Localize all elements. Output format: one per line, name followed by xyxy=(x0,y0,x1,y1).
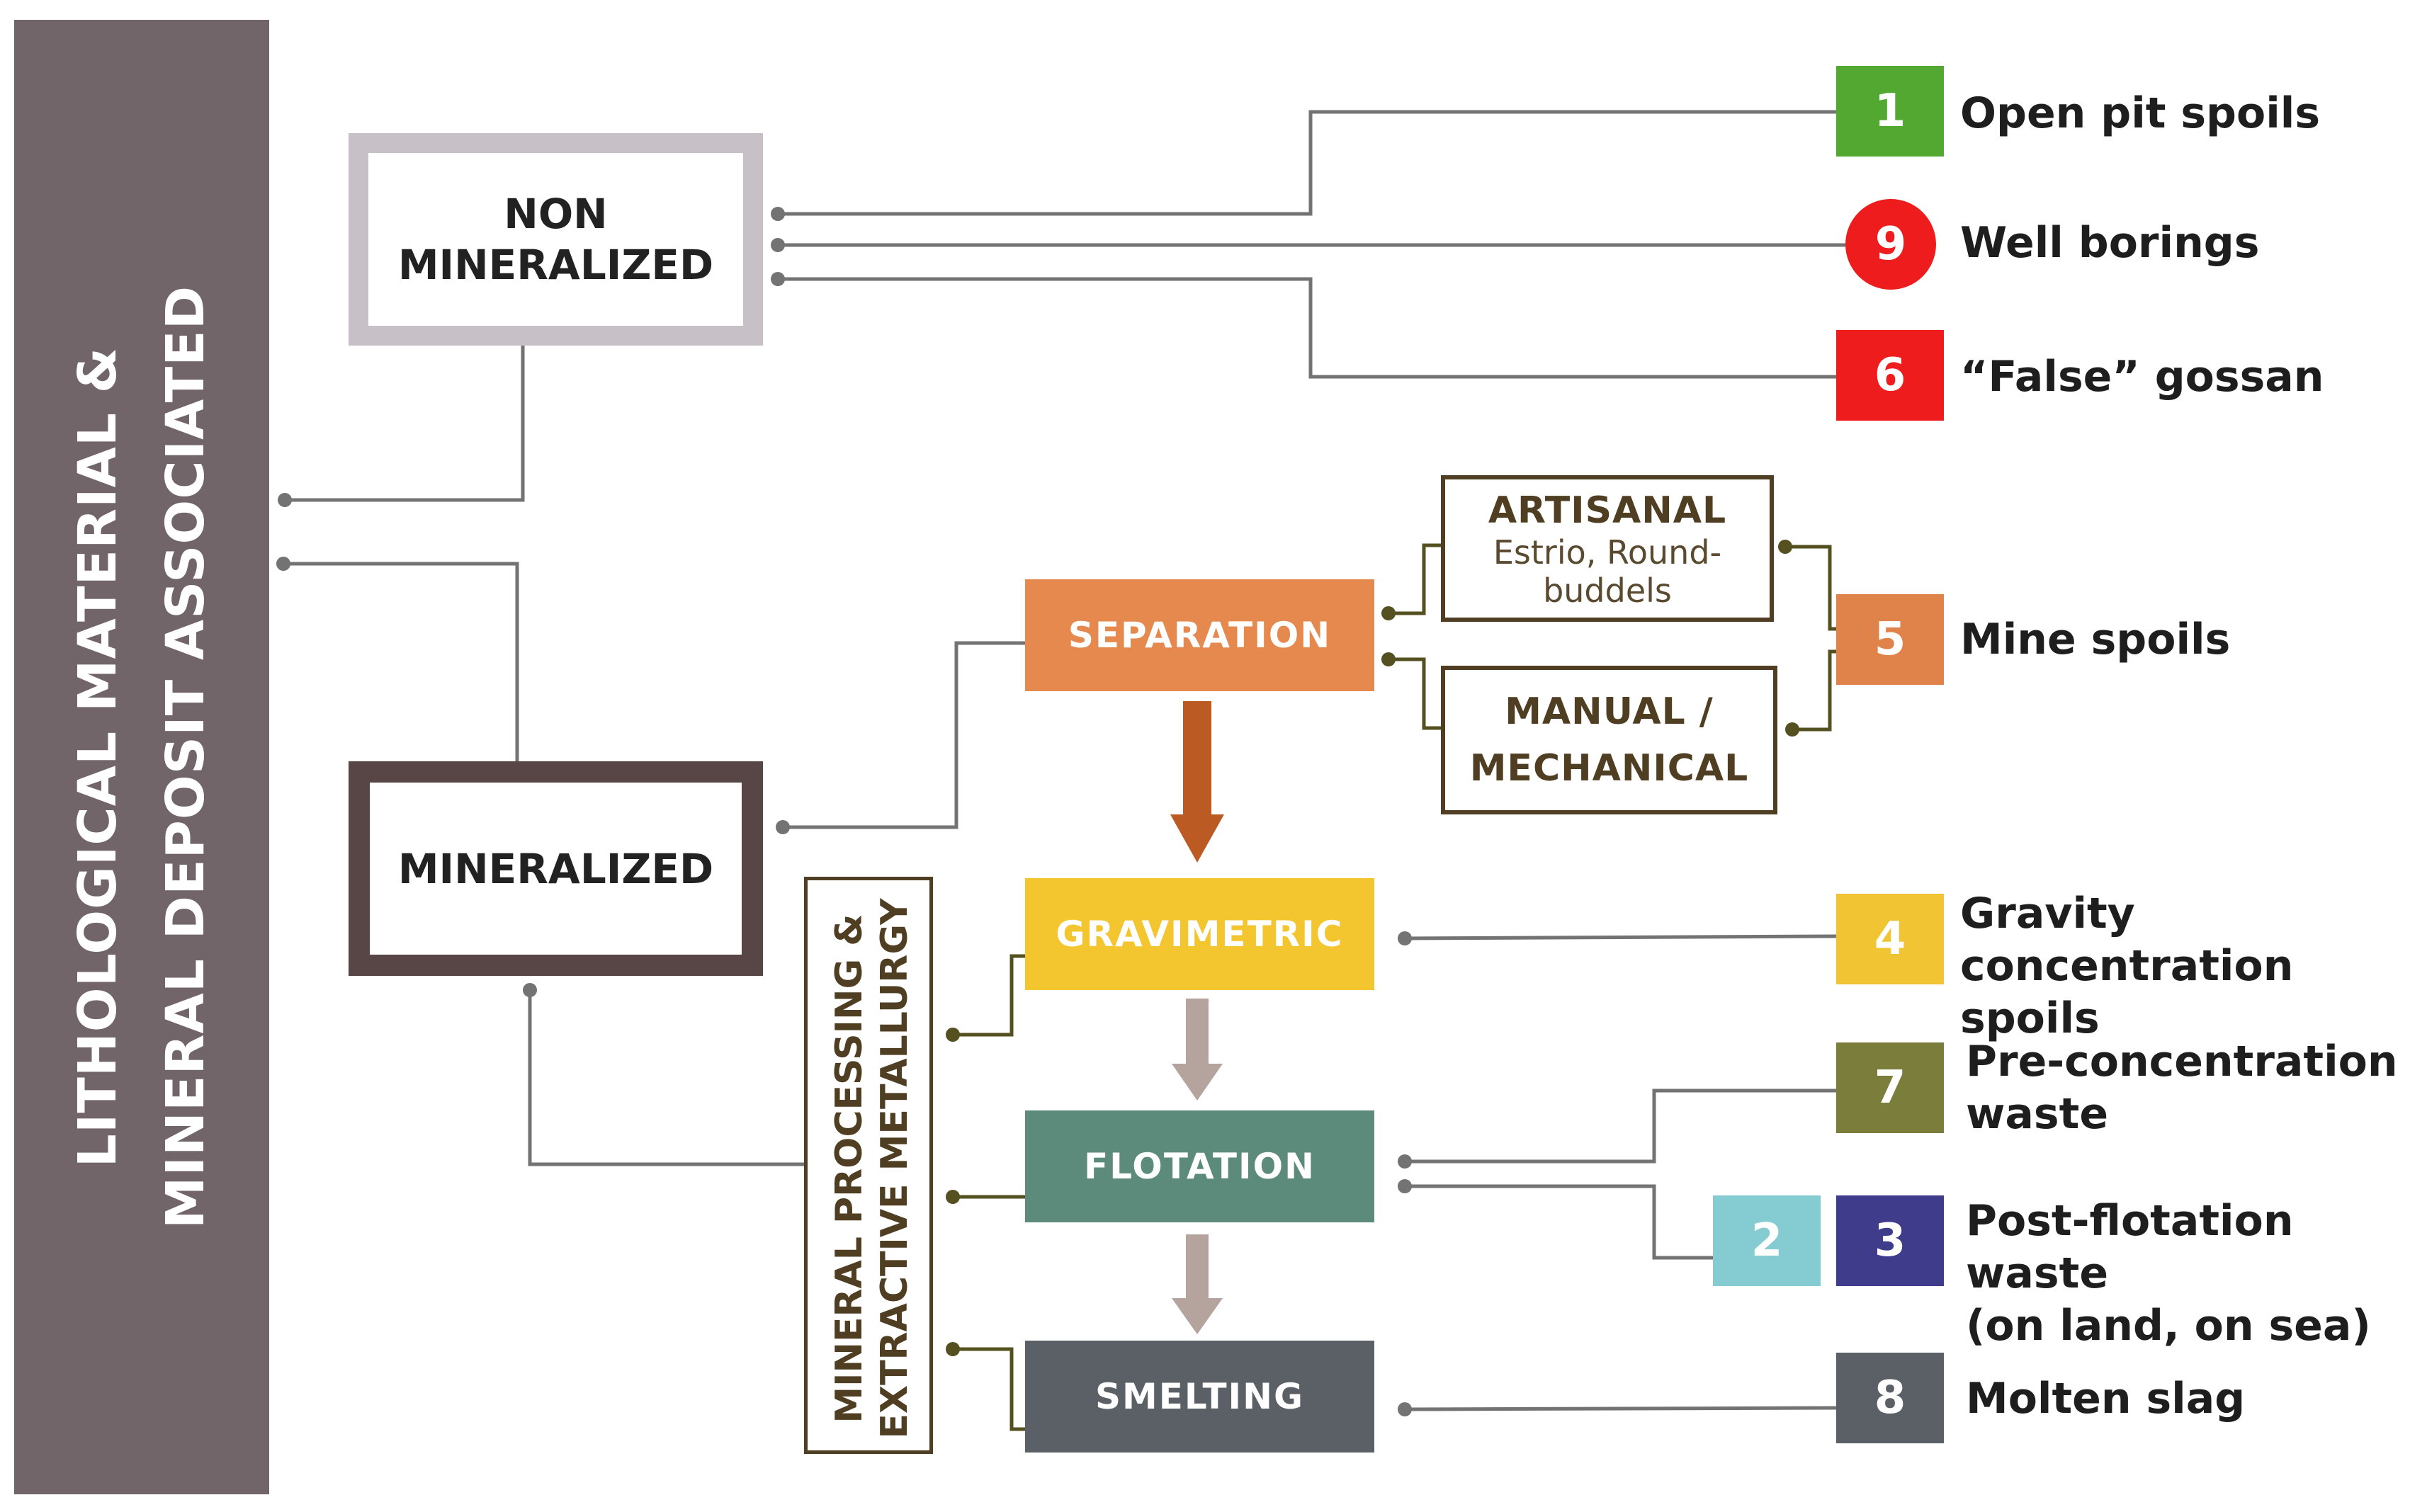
waste-label-pre-concentration-waste: Pre-concentration waste xyxy=(1966,1037,2398,1139)
connector-dot-proc-flotation xyxy=(946,1190,960,1204)
non-mineralized-label: NON MINERALIZED xyxy=(397,190,714,289)
banner-line-2: MINERAL DEPOSIT ASSOCIATED xyxy=(155,285,216,1229)
connector-artisanal-mine-spoils xyxy=(1785,545,1836,631)
connector-dot-flotation-7 xyxy=(1398,1154,1412,1169)
artisanal-title: ARTISANAL xyxy=(1488,489,1727,532)
waste-label-open-pit-spoils: Open pit spoils xyxy=(1960,89,2321,138)
waste-label-post-flotation-waste: Post-flotation waste (on land, on sea) xyxy=(1966,1196,2371,1351)
waste-label-mine-spoils: Mine spoils xyxy=(1960,615,2231,664)
waste-marker-4: 4 xyxy=(1836,894,1944,984)
waste-marker-7: 7 xyxy=(1836,1042,1944,1133)
waste-number-4: 4 xyxy=(1874,913,1906,965)
artisanal-description: Estrio, Round- buddels xyxy=(1493,533,1722,610)
manual-mechanical-title: MANUAL / MECHANICAL xyxy=(1469,690,1749,790)
waste-marker-1: 1 xyxy=(1836,66,1944,157)
connector-manual-mine-spoils xyxy=(1792,649,1836,732)
waste-number-6: 6 xyxy=(1874,349,1906,402)
processing-label-line-2: EXTRACTIVE METALLURGY xyxy=(873,898,916,1439)
connector-flotation-7 xyxy=(1405,1088,1836,1164)
waste-marker-2: 2 xyxy=(1713,1195,1821,1286)
waste-marker-8: 8 xyxy=(1836,1353,1944,1443)
connector-separation-manual xyxy=(1388,657,1441,730)
waste-label-gravity-concentration-spoils: Gravity concentration spoils xyxy=(1960,889,2294,1043)
smelting-box: SMELTING xyxy=(1025,1341,1374,1453)
connector-dot-sep-manual xyxy=(1381,652,1396,666)
waste-number-5: 5 xyxy=(1874,613,1906,666)
connector-dot-well-borings xyxy=(771,238,785,252)
mineralized-label: MINERALIZED xyxy=(397,844,714,893)
connector-dot-banner-bottom xyxy=(276,557,290,571)
connector-flotation-2 xyxy=(1405,1184,1713,1260)
connector-dot-false-gossan xyxy=(771,272,785,286)
gravimetric-label: GRAVIMETRIC xyxy=(1056,914,1344,955)
waste-number-1: 1 xyxy=(1874,85,1906,137)
connector-mineralized-processing xyxy=(528,990,804,1166)
artisanal-box: ARTISANAL Estrio, Round- buddels xyxy=(1441,475,1774,622)
connector-dot-proc-smelting xyxy=(946,1342,960,1356)
waste-marker-5: 5 xyxy=(1836,594,1944,685)
processing-label: MINERAL PROCESSING & EXTRACTIVE METALLUR… xyxy=(827,885,917,1452)
flotation-label: FLOTATION xyxy=(1084,1146,1316,1187)
gravimetric-box: GRAVIMETRIC xyxy=(1025,878,1374,990)
smelting-label: SMELTING xyxy=(1094,1376,1305,1417)
waste-number-8: 8 xyxy=(1874,1372,1906,1424)
non-mineralized-box: NON MINERALIZED xyxy=(349,133,763,346)
connector-dot-proc-gravimetric xyxy=(946,1028,960,1042)
source-banner-label: LITHOLOGICAL MATERIAL & MINERAL DEPOSIT … xyxy=(54,261,230,1253)
waste-label-well-borings: Well borings xyxy=(1960,218,2260,268)
connector-processing-smelting xyxy=(953,1347,1025,1431)
connector-processing-gravimetric xyxy=(953,954,1025,1037)
connector-dot-mineralized-bottom xyxy=(523,983,537,997)
connector-dot-open-pit xyxy=(771,207,785,221)
connector-to-open-pit-spoils xyxy=(778,110,1836,216)
waste-marker-3: 3 xyxy=(1836,1195,1944,1286)
connector-dot-flotation-2 xyxy=(1398,1179,1412,1193)
connector-dot-gravimetric xyxy=(1398,931,1412,945)
mineralized-box: MINERALIZED xyxy=(349,761,763,976)
waste-marker-6: 6 xyxy=(1836,330,1944,421)
manual-mechanical-box: MANUAL / MECHANICAL xyxy=(1441,666,1777,814)
flotation-box: FLOTATION xyxy=(1025,1110,1374,1222)
connector-dot-banner-top xyxy=(278,493,292,507)
waste-number-9: 9 xyxy=(1874,218,1907,271)
connector-dot-artisanal-out xyxy=(1778,540,1792,554)
arrow-separation-to-gravimetric xyxy=(1170,701,1224,863)
connector-dot-mineralized-right xyxy=(776,820,790,834)
waste-label-molten-slag: Molten slag xyxy=(1966,1374,2246,1423)
separation-box: SEPARATION xyxy=(1025,579,1374,691)
connector-dot-manual-out xyxy=(1785,722,1799,737)
separation-label: SEPARATION xyxy=(1068,615,1332,656)
connector-to-false-gossan xyxy=(778,277,1836,379)
connector-smelting-8 xyxy=(1404,1406,1837,1411)
banner-line-1: LITHOLOGICAL MATERIAL & xyxy=(67,346,128,1168)
processing-label-box: MINERAL PROCESSING & EXTRACTIVE METALLUR… xyxy=(804,877,933,1454)
source-banner: LITHOLOGICAL MATERIAL & MINERAL DEPOSIT … xyxy=(14,20,269,1494)
waste-number-7: 7 xyxy=(1874,1062,1906,1114)
connector-separation-artisanal xyxy=(1388,543,1441,615)
connector-mineralized-separation xyxy=(783,641,1025,829)
waste-number-3: 3 xyxy=(1874,1215,1906,1267)
connector-dot-smelting xyxy=(1398,1402,1412,1416)
connector-dot-sep-artisanal xyxy=(1381,606,1396,620)
waste-number-2: 2 xyxy=(1750,1215,1783,1267)
connector-gravimetric-4 xyxy=(1404,934,1837,940)
arrow-flotation-to-smelting xyxy=(1172,1234,1223,1334)
connector-banner-mineralized xyxy=(283,562,519,761)
arrow-gravimetric-to-flotation xyxy=(1172,999,1223,1101)
connector-banner-nonmineralized xyxy=(285,346,525,502)
processing-label-line-1: MINERAL PROCESSING & xyxy=(828,914,871,1423)
waste-marker-9: 9 xyxy=(1845,199,1936,290)
waste-label-false-gossan: “False” gossan xyxy=(1960,352,2324,402)
